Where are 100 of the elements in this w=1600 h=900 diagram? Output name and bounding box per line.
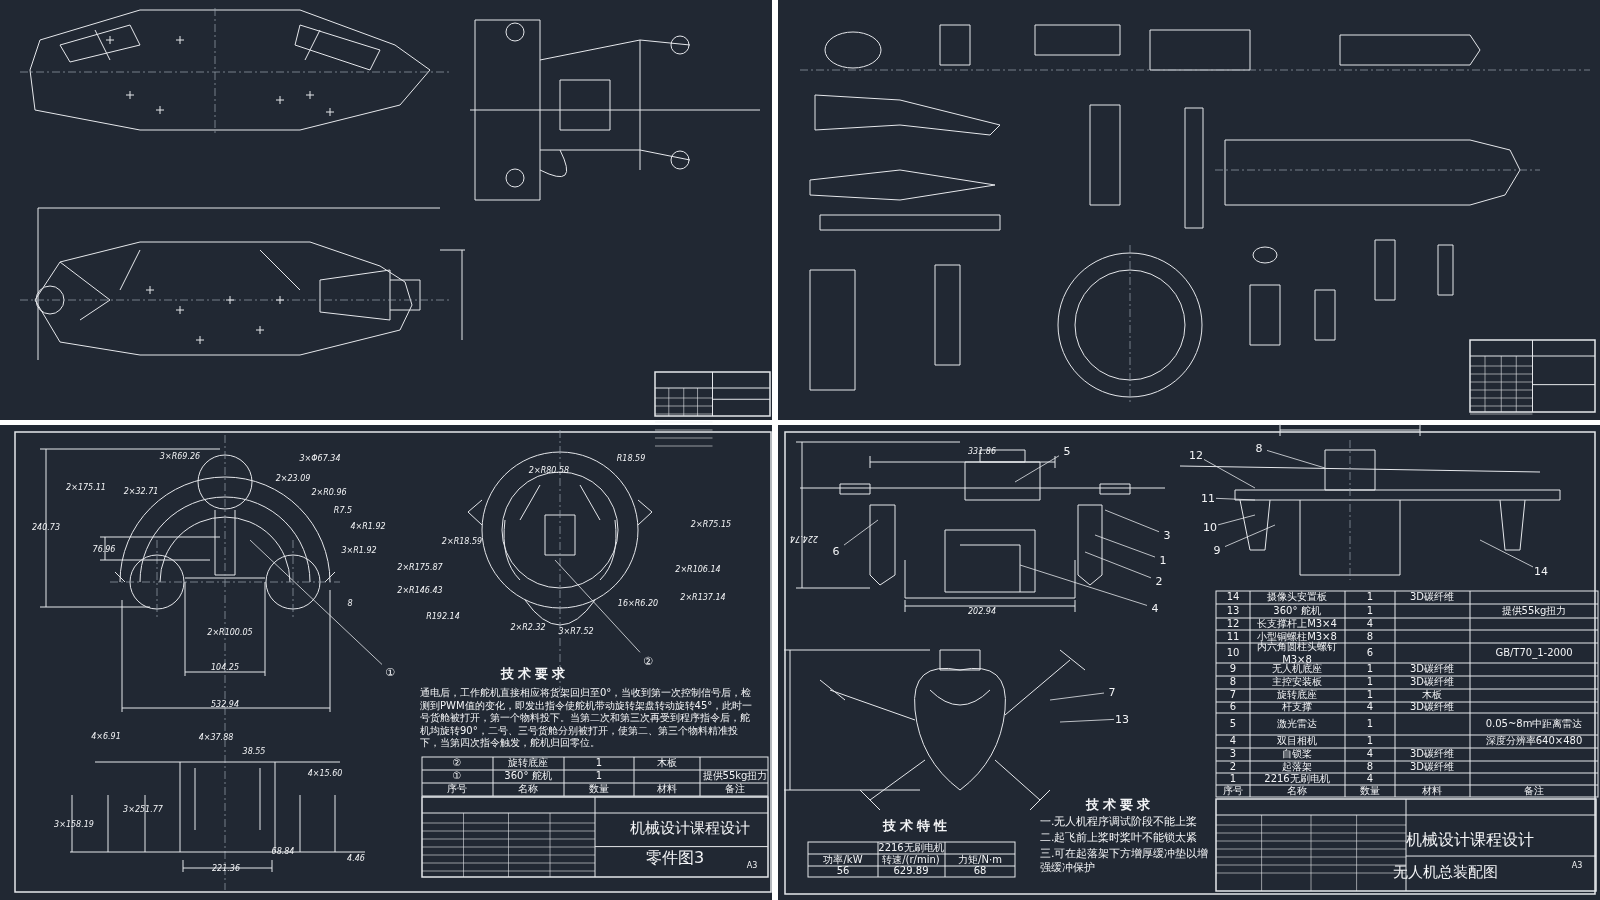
leader-line bbox=[1203, 459, 1256, 489]
table-cell: 8 bbox=[1366, 630, 1374, 644]
dimension-text: 76.96 bbox=[92, 545, 116, 555]
table-cell: 1 bbox=[1366, 604, 1374, 618]
table-cell: 1 bbox=[595, 756, 603, 770]
callout-number: 3 bbox=[1163, 529, 1171, 541]
table-cell: 长支撑杆上M3×4 bbox=[1257, 617, 1337, 631]
dimension-text: 68.84 bbox=[271, 847, 295, 857]
leader-line bbox=[1104, 509, 1160, 533]
table-cell: 4 bbox=[1229, 734, 1237, 748]
table-cell: 68 bbox=[973, 864, 987, 878]
dimension-text: 3×158.19 bbox=[54, 820, 94, 830]
table-cell-text: 小型铜螺柱M3×8 bbox=[1257, 630, 1337, 642]
callout-number: 8 bbox=[1255, 442, 1263, 454]
callout-number: 13 bbox=[1115, 713, 1129, 725]
table-cell: 3D碳纤维 bbox=[1409, 700, 1455, 714]
dimension-text: 104.25 bbox=[211, 663, 239, 673]
dimension-text: 3×Φ67.34 bbox=[299, 454, 341, 464]
table-cell: 2216无刷电机 bbox=[878, 841, 944, 855]
table-cell: 6 bbox=[1366, 646, 1374, 660]
title-text: 机械设计课程设计 bbox=[630, 818, 750, 838]
table-cell: 1 bbox=[1366, 734, 1374, 748]
table-cell: ① bbox=[452, 769, 462, 783]
table-cell: 3D碳纤维 bbox=[1409, 747, 1455, 761]
leader-line bbox=[1014, 455, 1060, 483]
callout-number: 1 bbox=[1159, 554, 1167, 566]
table-cell: 360° 舵机 bbox=[1273, 604, 1321, 618]
dimension-text: 2×R2.32 bbox=[510, 623, 546, 633]
table-cell: 56 bbox=[836, 864, 850, 878]
dimension-text: 4×6.91 bbox=[91, 732, 121, 742]
table-cell: 10 bbox=[1226, 646, 1240, 660]
leader-line bbox=[249, 539, 383, 665]
table-cell: 7 bbox=[1229, 688, 1237, 702]
leader-line bbox=[1049, 692, 1105, 701]
dimension-text: 2×R106.14 bbox=[675, 565, 721, 575]
table-header-cell: 数量 bbox=[1360, 784, 1380, 798]
dimension-text: 2×R175.87 bbox=[397, 563, 443, 573]
table-cell: 激光雷达 bbox=[1277, 717, 1317, 731]
leader-line bbox=[1224, 524, 1276, 547]
table-cell: 1 bbox=[595, 769, 603, 783]
table-cell: 主控安装板 bbox=[1272, 675, 1322, 689]
table-cell: 3D碳纤维 bbox=[1409, 675, 1455, 689]
section-heading: 技术要求 bbox=[1086, 796, 1154, 814]
dimension-text: 2×R75.15 bbox=[690, 520, 732, 530]
table-cell: 4 bbox=[1366, 747, 1374, 761]
table-cell: 旋转底座 bbox=[508, 756, 548, 770]
dimension-text: 331.86 bbox=[968, 447, 996, 457]
table-header-cell: 序号 bbox=[1223, 784, 1243, 798]
dimension-text: 2×R0.96 bbox=[311, 488, 347, 498]
dimension-text: 3×R1.92 bbox=[341, 546, 377, 556]
leader-line bbox=[843, 519, 879, 546]
table-cell-text: 旋转底座 bbox=[1277, 688, 1317, 701]
dimension-text: 2×R80.58 bbox=[528, 466, 570, 476]
table-cell: 3 bbox=[1229, 747, 1237, 761]
leader-line bbox=[1084, 551, 1152, 579]
table-cell: 自锁桨 bbox=[1282, 747, 1312, 761]
table-cell: 1 bbox=[1366, 590, 1374, 604]
table-cell: 双目相机 bbox=[1277, 734, 1317, 748]
table-cell: 3D碳纤维 bbox=[1409, 760, 1455, 774]
table-header-cell-text: 力矩/N·m bbox=[958, 853, 1002, 866]
table-cell: 提供55kg扭力 bbox=[702, 769, 768, 783]
drawing-name-text: 零件图3 bbox=[645, 848, 705, 868]
table-cell-text: 起落架 bbox=[1282, 760, 1312, 773]
table-cell-text: 1 bbox=[1229, 772, 1237, 785]
dimension-text: 2×R137.14 bbox=[680, 593, 726, 603]
dimension-text: 240.73 bbox=[32, 523, 60, 533]
table-cell: 1 bbox=[1366, 717, 1374, 731]
table-cell: 0.05~8m中距离雷达 bbox=[1485, 717, 1583, 731]
leader-line bbox=[1217, 514, 1256, 526]
table-cell: 木板 bbox=[657, 756, 677, 770]
table-header-cell: 名称 bbox=[1287, 784, 1307, 798]
table-cell: 提供55kg扭力 bbox=[1501, 604, 1567, 618]
table-cell: 2216无刷电机 bbox=[1264, 772, 1330, 786]
dimension-text: 8 bbox=[347, 599, 353, 609]
callout-number: 5 bbox=[1063, 445, 1071, 457]
title-text: 机械设计课程设计 bbox=[1406, 830, 1534, 850]
table-cell: 8 bbox=[1366, 760, 1374, 774]
table-cell: 12 bbox=[1226, 617, 1240, 631]
table-cell: 1 bbox=[1366, 688, 1374, 702]
table-header-cell: 材料 bbox=[657, 782, 677, 796]
leader-line bbox=[1059, 719, 1115, 723]
table-header-cell: 备注 bbox=[1524, 784, 1544, 798]
section-heading: 技术特性 bbox=[883, 817, 951, 835]
table-cell: 3D碳纤维 bbox=[1409, 662, 1455, 676]
leader-line bbox=[1479, 539, 1534, 568]
callout-number: 7 bbox=[1108, 686, 1116, 698]
table-cell: 3D碳纤维 bbox=[1409, 590, 1455, 604]
table-cell: 深度分辨率640×480 bbox=[1485, 734, 1583, 748]
dimension-text: 3×R69.26 bbox=[159, 452, 201, 462]
callout-number: 11 bbox=[1201, 492, 1215, 504]
dimension-text: 4×15.60 bbox=[307, 769, 343, 779]
dimension-text: 3×251.77 bbox=[123, 805, 163, 815]
table-cell-text: 内六角圆柱头螺钉M3×8 bbox=[1256, 640, 1338, 664]
callout-number: 4 bbox=[1151, 602, 1159, 614]
leader-line bbox=[1266, 450, 1326, 469]
table-header-cell: 序号 bbox=[447, 782, 467, 796]
table-cell: 6 bbox=[1229, 700, 1237, 714]
callout-number: ② bbox=[643, 655, 653, 667]
callout-number: 9 bbox=[1213, 544, 1221, 556]
dimension-text: R18.59 bbox=[616, 454, 646, 464]
